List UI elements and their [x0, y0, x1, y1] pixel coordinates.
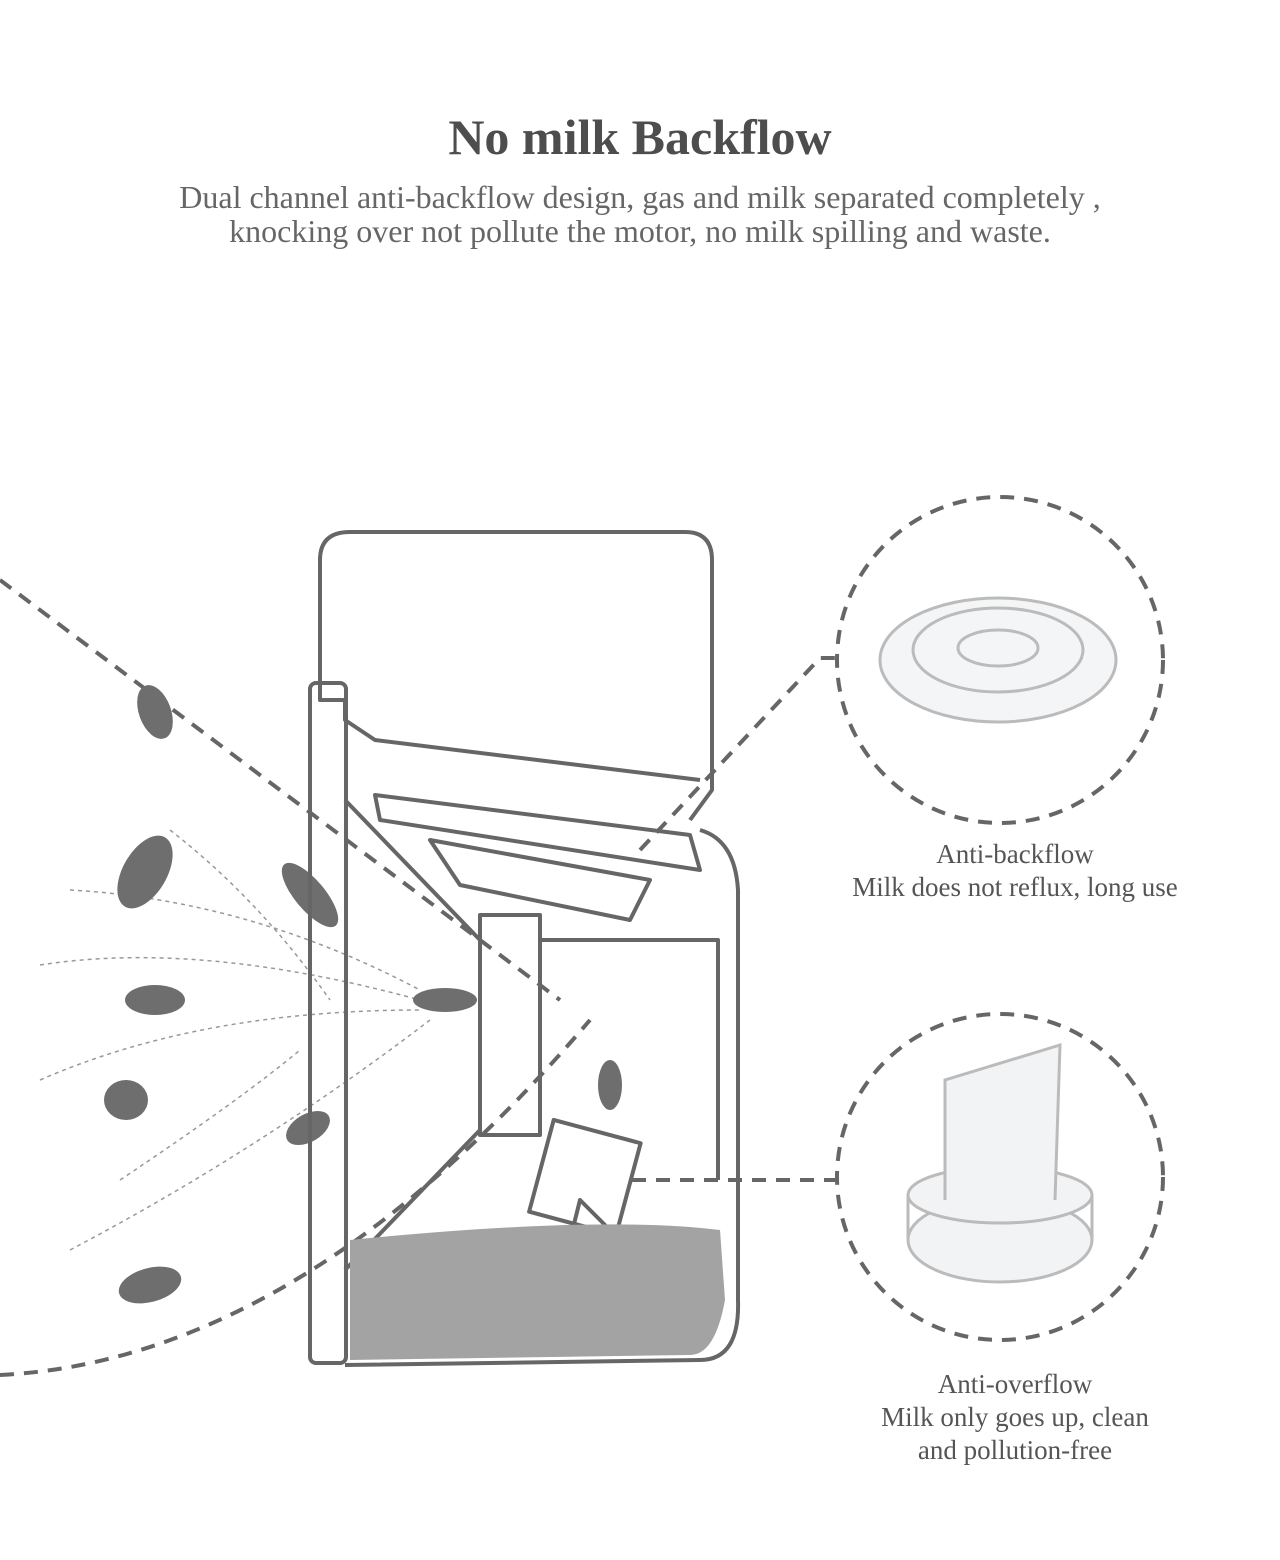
- subtitle-line-2: knocking over not pollute the motor, no …: [229, 213, 1051, 249]
- callout-circle-duckbill: [835, 1012, 1165, 1342]
- milk-ducts: [39, 829, 431, 1251]
- callout-title: Anti-backflow: [936, 839, 1094, 869]
- callout-anti-overflow: Anti-overflow Milk only goes up, clean a…: [790, 1368, 1240, 1467]
- callout-desc: Milk only goes up, clean: [881, 1402, 1149, 1432]
- breast-outline: [0, 578, 592, 1377]
- collected-milk: [350, 1224, 725, 1360]
- callout-circle-valve: [835, 495, 1165, 825]
- callout-anti-backflow: Anti-backflow Milk does not reflux, long…: [790, 838, 1240, 904]
- callout-lines: [632, 495, 1165, 1342]
- duckbill-valve-icon: [906, 1042, 1094, 1284]
- callout-title: Anti-overflow: [937, 1369, 1093, 1399]
- subtitle-line-1: Dual channel anti-backflow design, gas a…: [179, 179, 1101, 215]
- pump-body: [308, 530, 741, 1367]
- page-title: No milk Backflow: [448, 109, 832, 165]
- callout-desc: and pollution-free: [917, 1435, 1113, 1465]
- callout-desc: Milk does not reflux, long use: [852, 872, 1178, 902]
- valve-membrane-icon: [878, 596, 1118, 724]
